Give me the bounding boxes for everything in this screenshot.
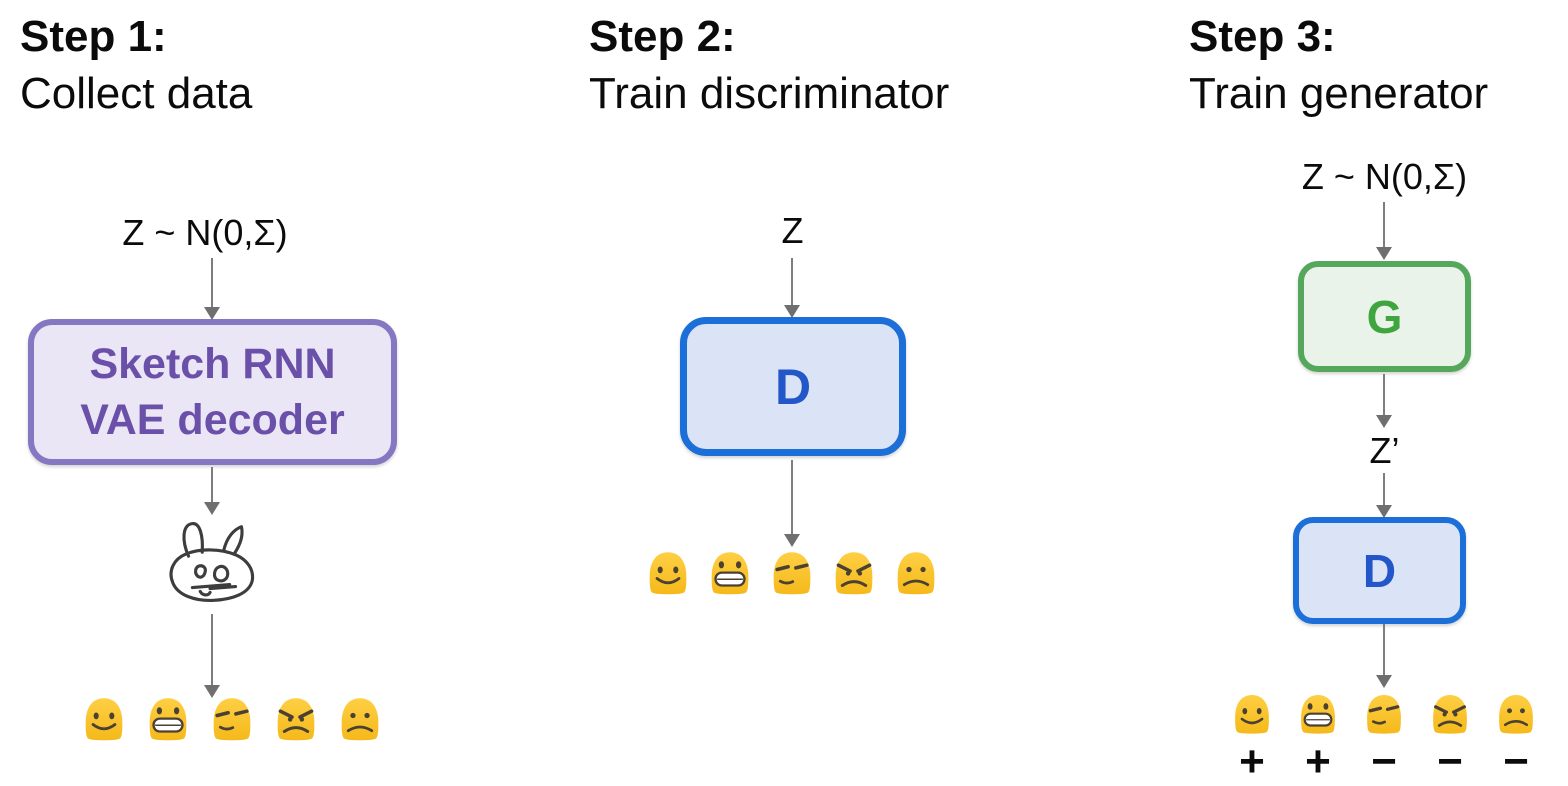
smile-emoji-icon xyxy=(1229,691,1275,737)
down-arrow-icon xyxy=(1376,624,1392,688)
step2-latent-label: Z xyxy=(781,210,804,251)
emoji-sign-label: − xyxy=(1503,737,1529,786)
smile-emoji-icon xyxy=(643,548,693,598)
smile-emoji-icon xyxy=(79,694,129,744)
generator-box: G xyxy=(1298,261,1471,372)
down-arrow-icon xyxy=(1376,202,1392,260)
decoder-box-label-line2: VAE decoder xyxy=(80,396,345,444)
step2-column: Step 2: Train discriminator Z D xyxy=(585,0,1000,786)
sad-emoji-icon xyxy=(335,694,385,744)
down-arrow-icon xyxy=(1376,473,1392,518)
angry-emoji-icon xyxy=(829,548,879,598)
step2-title: Step 2: xyxy=(589,12,736,61)
step2-emoji-row xyxy=(643,548,941,598)
step1-emoji-row xyxy=(79,694,385,744)
down-arrow-icon xyxy=(204,258,220,320)
grin-emoji-icon xyxy=(705,548,755,598)
discriminator-box: D xyxy=(680,317,906,456)
grin-emoji-icon xyxy=(143,694,193,744)
discriminator-box: D xyxy=(1293,517,1466,624)
unamused-emoji-icon xyxy=(1361,691,1407,737)
unamused-emoji-icon xyxy=(207,694,257,744)
step1-column: Step 1: Collect data Z ~ N(0,Σ) Sketch R… xyxy=(16,0,416,786)
step3-latent-label: Z ~ N(0,Σ) xyxy=(1301,156,1468,197)
step2-heading: Step 2: Train discriminator xyxy=(589,8,949,122)
step1-subtitle: Collect data xyxy=(20,69,253,118)
sad-emoji-icon xyxy=(891,548,941,598)
decoder-box-label-line1: Sketch RNN xyxy=(89,340,336,388)
step3-heading: Step 3: Train generator xyxy=(1189,8,1488,122)
generator-box-label: G xyxy=(1366,290,1403,343)
sketch-rnn-decoder-box: Sketch RNN VAE decoder xyxy=(28,319,397,465)
down-arrow-icon xyxy=(784,258,800,318)
cat-sketch-icon xyxy=(169,522,255,602)
angry-emoji-icon xyxy=(271,694,321,744)
step3-title: Step 3: xyxy=(1189,12,1336,61)
step1-heading: Step 1: Collect data xyxy=(20,8,252,122)
angry-emoji-icon xyxy=(1427,691,1473,737)
step3-subtitle: Train generator xyxy=(1189,69,1489,118)
emoji-sign-label: + xyxy=(1305,737,1331,786)
grin-emoji-icon xyxy=(1295,691,1341,737)
emoji-sign-label: − xyxy=(1437,737,1463,786)
generated-latent-label: Z’ xyxy=(1369,430,1400,471)
discriminator-box-label: D xyxy=(774,358,812,415)
step1-title: Step 1: xyxy=(20,12,167,61)
sad-emoji-icon xyxy=(1493,691,1539,737)
down-arrow-icon xyxy=(204,467,220,515)
emoji-sign-label: + xyxy=(1239,737,1265,786)
down-arrow-icon xyxy=(204,614,220,698)
unamused-emoji-icon xyxy=(767,548,817,598)
step2-subtitle: Train discriminator xyxy=(589,69,950,118)
down-arrow-icon xyxy=(784,460,800,547)
discriminator-box-label: D xyxy=(1362,544,1397,597)
step3-emoji-row xyxy=(1229,691,1539,737)
step3-sign-row: ++−−− xyxy=(1229,740,1539,784)
step1-latent-label: Z ~ N(0,Σ) xyxy=(122,212,288,253)
down-arrow-icon xyxy=(1376,374,1392,428)
step3-column: Step 3: Train generator Z ~ N(0,Σ) G Z’ … xyxy=(1185,0,1568,786)
emoji-sign-label: − xyxy=(1371,737,1397,786)
